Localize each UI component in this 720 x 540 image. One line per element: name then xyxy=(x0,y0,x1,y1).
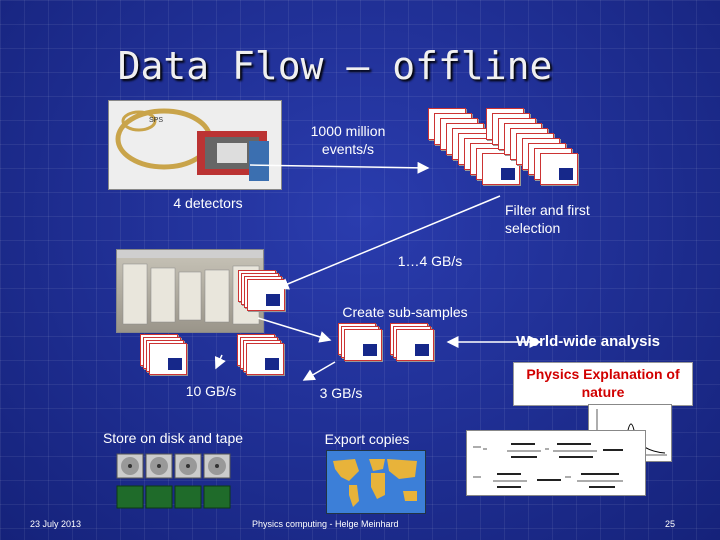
tape-row xyxy=(116,484,232,510)
footer-center: Physics computing - Helge Meinhard xyxy=(252,519,399,529)
event-stack-store-left xyxy=(140,334,194,375)
footer-date: 23 July 2013 xyxy=(30,519,82,529)
events-rate-label: 1000 million events/s xyxy=(310,123,386,157)
store-label: Store on disk and tape xyxy=(102,430,244,446)
subsamples-label: Create sub-samples xyxy=(342,304,468,320)
event-icon xyxy=(246,343,284,375)
event-stack-middle xyxy=(238,270,288,311)
formula-icon xyxy=(466,430,646,496)
world-map-icon xyxy=(326,450,426,514)
event-icon xyxy=(247,279,285,311)
rate-3-label: 3 GB/s xyxy=(319,385,363,401)
rate-10-label: 10 GB/s xyxy=(185,383,237,399)
physics-box: Physics Explanation of nature xyxy=(513,362,693,406)
footer-page-number: 25 xyxy=(665,519,676,529)
accelerator-image: SPS xyxy=(108,100,282,190)
event-stack-store-right xyxy=(237,334,291,375)
rate-1-label: 1…4 GB/s xyxy=(397,253,463,269)
sps-label: SPS xyxy=(149,117,164,124)
disk-icon xyxy=(116,453,231,479)
event-icon xyxy=(396,329,434,361)
event-icon xyxy=(149,343,187,375)
detectors-label: 4 detectors xyxy=(173,195,243,211)
event-icon xyxy=(482,153,520,185)
event-stack-top xyxy=(428,108,588,198)
filter-label: Filter and first selection xyxy=(505,202,590,236)
computer-room-image xyxy=(116,249,264,333)
tape-icon xyxy=(116,485,231,509)
event-icon xyxy=(344,329,382,361)
disk-row xyxy=(116,452,232,480)
slide-title: Data Flow – offline xyxy=(117,44,553,88)
export-label: Export copies xyxy=(324,431,410,447)
event-stack-subsamples xyxy=(338,323,438,361)
worldwide-label: World-wide analysis xyxy=(516,333,660,350)
event-icon xyxy=(540,153,578,185)
